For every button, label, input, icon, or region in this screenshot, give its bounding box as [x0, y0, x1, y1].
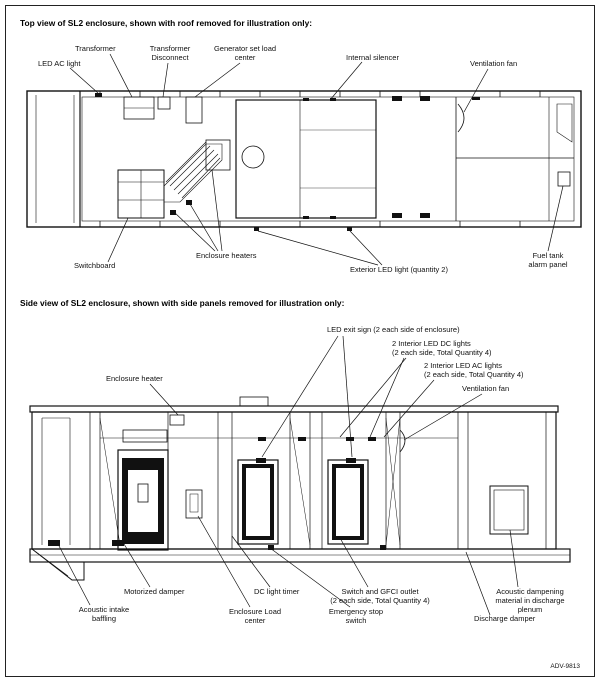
- label-switch-gfci-outlet-line2: (2 each side, Total Quantity 4): [330, 596, 430, 605]
- label-generator-load-center: Generator set load: [214, 44, 276, 53]
- label-interior-led-dc-lights-line2: (2 each side, Total Quantity 4): [392, 348, 492, 357]
- label-discharge-damper: Discharge damper: [474, 614, 536, 623]
- label-internal-silencer: Internal silencer: [346, 53, 399, 62]
- side-view-enclosure: [29, 396, 571, 581]
- top-view-labels: LED AC light Transformer Transformer Dis…: [38, 44, 568, 274]
- side-view-labels: LED exit sign (2 each side of enclosure)…: [79, 325, 565, 625]
- label-acoustic-intake-baffling: Acoustic intake: [79, 605, 129, 614]
- label-transformer-disconnect: Transformer: [150, 44, 191, 53]
- label-enclosure-load-center: Enclosure Load: [229, 607, 281, 616]
- label-transformer: Transformer: [75, 44, 116, 53]
- label-emergency-stop-switch: Emergency stop: [329, 607, 383, 616]
- label-ventilation-fan-side: Ventilation fan: [462, 384, 509, 393]
- label-acoustic-dampening-line2: material in discharge: [495, 596, 564, 605]
- figure-frame: [5, 5, 595, 677]
- top-view-heading: Top view of SL2 enclosure, shown with ro…: [20, 18, 312, 28]
- label-ventilation-fan-top: Ventilation fan: [470, 59, 517, 68]
- side-view-heading: Side view of SL2 enclosure, shown with s…: [20, 298, 344, 308]
- label-dc-light-timer: DC light timer: [254, 587, 300, 596]
- label-fuel-tank-alarm-panel-line2: alarm panel: [528, 260, 568, 269]
- label-switch-gfci-outlet: Switch and GFCI outlet: [341, 587, 419, 596]
- label-generator-load-center-line2: center: [235, 53, 256, 62]
- label-enclosure-heater: Enclosure heater: [106, 374, 163, 383]
- label-motorized-damper: Motorized damper: [124, 587, 185, 596]
- label-transformer-disconnect-line2: Disconnect: [151, 53, 189, 62]
- label-enclosure-heaters: Enclosure heaters: [196, 251, 257, 260]
- reference-code: ADV-9813: [550, 663, 580, 670]
- label-led-exit-sign: LED exit sign (2 each side of enclosure): [327, 325, 460, 334]
- label-fuel-tank-alarm-panel: Fuel tank: [533, 251, 564, 260]
- label-exterior-led-light: Exterior LED light (quantity 2): [350, 265, 448, 274]
- top-view-enclosure: [26, 90, 582, 231]
- top-view-leader-lines: [69, 53, 564, 266]
- label-interior-led-ac-lights-line2: (2 each side, Total Quantity 4): [424, 370, 524, 379]
- label-switchboard: Switchboard: [74, 261, 115, 270]
- label-emergency-stop-switch-line2: switch: [346, 616, 367, 625]
- label-acoustic-dampening: Acoustic dampening: [496, 587, 564, 596]
- label-interior-led-ac-lights: 2 Interior LED AC lights: [424, 361, 502, 370]
- label-acoustic-intake-baffling-line2: baffling: [92, 614, 116, 623]
- label-led-ac-light: LED AC light: [38, 59, 81, 68]
- label-interior-led-dc-lights: 2 Interior LED DC lights: [392, 339, 471, 348]
- label-enclosure-load-center-line2: center: [245, 616, 266, 625]
- label-acoustic-dampening-line3: plenum: [518, 605, 543, 614]
- side-view-leader-lines: [57, 335, 519, 616]
